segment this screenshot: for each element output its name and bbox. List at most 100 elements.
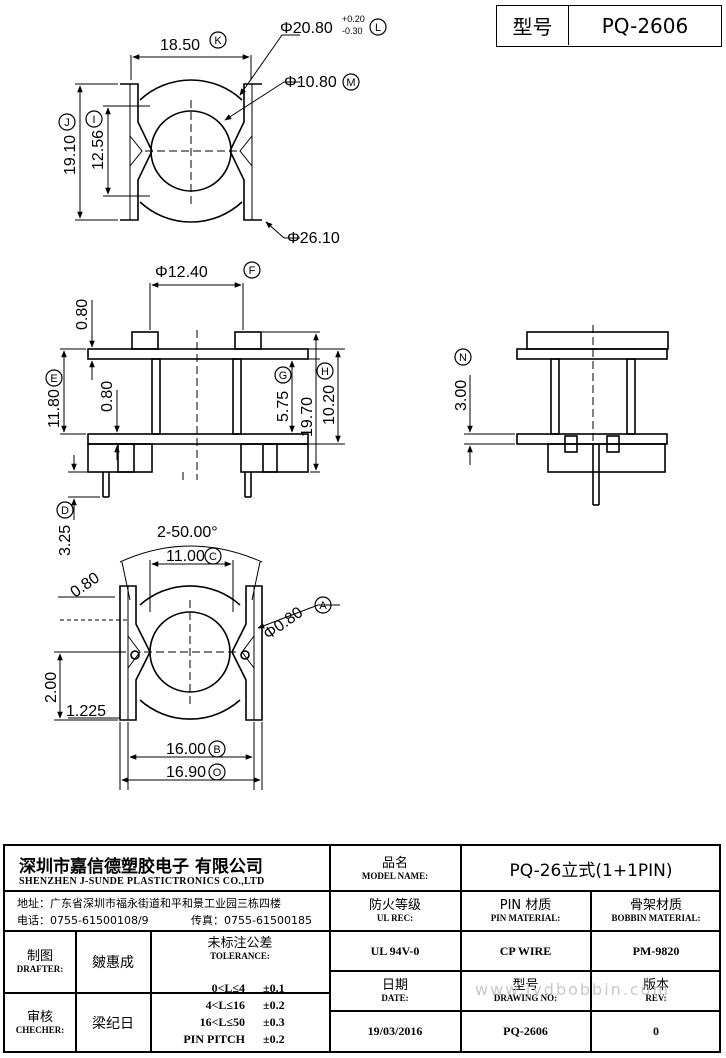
top-view — [120, 79, 262, 223]
ref-O: O — [213, 767, 222, 779]
bobbin-material-label-en: BOBBIN MATERIAL: — [611, 913, 701, 923]
technical-drawing: L K M J I F E G H D N C A B O Φ20.80 +0.… — [43, 14, 669, 790]
bottom-view — [119, 585, 263, 721]
ref-K: K — [214, 35, 222, 47]
dim-phi-20-80: Φ20.80 — [280, 20, 333, 37]
checker-label-cn: 审核 — [26, 1009, 53, 1025]
rev-label-en: REV: — [645, 993, 667, 1003]
drawing-no-value: PQ-2606 — [503, 1023, 548, 1038]
pin-material-label: PIN 材质 PIN MATERIAL: — [461, 892, 590, 930]
date-label-en: DATE: — [381, 993, 409, 1003]
bobbin-material-label: 骨架材质 BOBBIN MATERIAL: — [591, 892, 721, 930]
dim-12-56: 12.56 — [90, 130, 107, 170]
dim-0-80-bottom: 0.80 — [68, 569, 103, 601]
title-block: 深圳市嘉信德塑胶电子 有限公司 SHENZHEN J-SUNDE PLASTIC… — [3, 844, 721, 1053]
dim-angle: 2-50.00° — [157, 524, 218, 541]
tolerance-row: 16<L≤50 ±0.3 — [151, 1014, 329, 1031]
dim-1-225: 1.225 — [66, 703, 106, 720]
company-phone: 电话：0755-61500108/9 — [17, 914, 149, 927]
drafter-name: 皴惠成 — [92, 955, 134, 971]
drafter-label-en: DRAFTER: — [16, 964, 64, 974]
ref-I: I — [92, 114, 95, 126]
tolerance-range: 16<L≤50 — [199, 1015, 245, 1029]
date-label: 日期 DATE: — [330, 972, 460, 1010]
ref-F: F — [249, 265, 256, 277]
tolerance-row: 4<L≤16 ±0.2 — [151, 997, 329, 1014]
drafter-label-cn: 制图 — [26, 949, 53, 964]
dim-tol-plus: +0.20 — [342, 14, 365, 24]
ref-C: C — [209, 551, 217, 563]
tolerance-range: PIN PITCH — [183, 1032, 245, 1046]
dim-0-80-mid: 0.80 — [99, 381, 116, 412]
model-header: 型号 PQ-2606 — [496, 5, 722, 47]
tolerance-value: ±0.2 — [263, 998, 285, 1012]
dim-11-80: 11.80 — [46, 389, 63, 428]
rev-label-cn: 版本 — [642, 978, 669, 993]
rev-label: 版本 REV: — [591, 972, 721, 1010]
model-name-value: PQ-26立式(1+1PIN) — [509, 860, 673, 881]
model-header-label: 型号 — [497, 6, 569, 45]
dim-18-50: 18.50 — [160, 37, 200, 54]
ul-rec-label-cn: 防火等级 — [368, 898, 421, 913]
ref-J: J — [64, 117, 70, 129]
ul-rec-label: 防火等级 UL REC: — [330, 892, 460, 930]
drawing-no-label: 型号 DRAWING NO: — [461, 972, 590, 1010]
ref-G: G — [279, 370, 288, 382]
ref-L: L — [375, 22, 381, 34]
drawing-no-label-en: DRAWING NO: — [493, 993, 558, 1003]
tolerance-value: ±0.3 — [263, 1015, 285, 1029]
ref-M: M — [346, 77, 355, 89]
tolerance-row: PIN PITCH ±0.2 — [151, 1031, 329, 1048]
ref-B: B — [213, 744, 220, 756]
dim-phi-10-80: Φ10.80 — [284, 74, 337, 91]
dim-phi-0-80: Φ0.80 — [261, 604, 307, 643]
dim-5-75: 5.75 — [275, 391, 292, 422]
dim-0-80-top: 0.80 — [74, 299, 91, 330]
bobbin-material-label-cn: 骨架材质 — [629, 898, 682, 913]
dim-phi-26-10: Φ26.10 — [287, 230, 340, 247]
date-label-cn: 日期 — [381, 978, 408, 993]
bobbin-material-value: PM-9820 — [632, 943, 680, 958]
ref-D: D — [61, 505, 69, 517]
watermark: www.jydbobbin.com — [475, 980, 671, 999]
ul-rec-value: UL 94V-0 — [370, 943, 420, 958]
model-name-label: 品名 MODEL NAME: — [330, 850, 460, 888]
tolerance-label: 未标注公差 TOLERANCE: — [151, 934, 329, 964]
pin-material-label-cn: PIN 材质 — [499, 898, 552, 913]
ref-N: N — [459, 352, 467, 364]
side-view — [516, 325, 669, 506]
checker-label: 审核 CHECHER: — [5, 994, 75, 1051]
model-name-label-en: MODEL NAME: — [361, 871, 429, 881]
company-name-en: SHENZHEN J-SUNDE PLASTICTRONICS CO.,LTD — [19, 876, 265, 887]
front-view — [87, 330, 309, 498]
dim-10-20: 10.20 — [321, 385, 338, 425]
model-name-label-cn: 品名 — [381, 856, 408, 871]
ul-rec-label-en: UL REC: — [376, 913, 414, 923]
dim-16-90: 16.90 — [166, 764, 206, 781]
company-fax: 传真：0755-61500185 — [191, 914, 312, 927]
dim-19-70: 19.70 — [299, 397, 316, 437]
company-address: 地址：广东省深圳市福永街道和平和景工业园三栋四楼 — [17, 897, 281, 910]
tolerance-row: 0<L≤4 ±0.1 — [151, 980, 329, 997]
dim-tol-minus: -0.30 — [342, 26, 363, 36]
dim-11-00: 11.00 — [166, 548, 205, 565]
dim-16-00: 16.00 — [166, 741, 206, 758]
tolerance-label-en: TOLERANCE: — [210, 951, 270, 961]
dim-2-00: 2.00 — [43, 672, 60, 703]
tolerance-range: 4<L≤16 — [205, 998, 245, 1012]
ref-H: H — [321, 366, 329, 378]
tolerance-value: ±0.2 — [263, 1032, 285, 1046]
dim-3-25: 3.25 — [57, 525, 74, 556]
pin-material-value: CP WIRE — [499, 943, 552, 958]
checker-name: 梁纪日 — [92, 1015, 134, 1032]
drafter-label: 制图 DRAFTER: — [5, 932, 75, 992]
tolerance-value: ±0.1 — [263, 981, 285, 995]
dim-phi-12-40: Φ12.40 — [155, 264, 208, 281]
model-header-value: PQ-2606 — [601, 13, 689, 38]
company-name-cn: 深圳市嘉信德塑胶电子 有限公司 — [19, 857, 263, 877]
ref-A: A — [319, 600, 327, 612]
pin-material-label-en: PIN MATERIAL: — [490, 913, 561, 923]
dim-3-00: 3.00 — [453, 380, 470, 411]
checker-label-en: CHECHER: — [15, 1024, 65, 1035]
tolerance-range: 0<L≤4 — [211, 981, 245, 995]
